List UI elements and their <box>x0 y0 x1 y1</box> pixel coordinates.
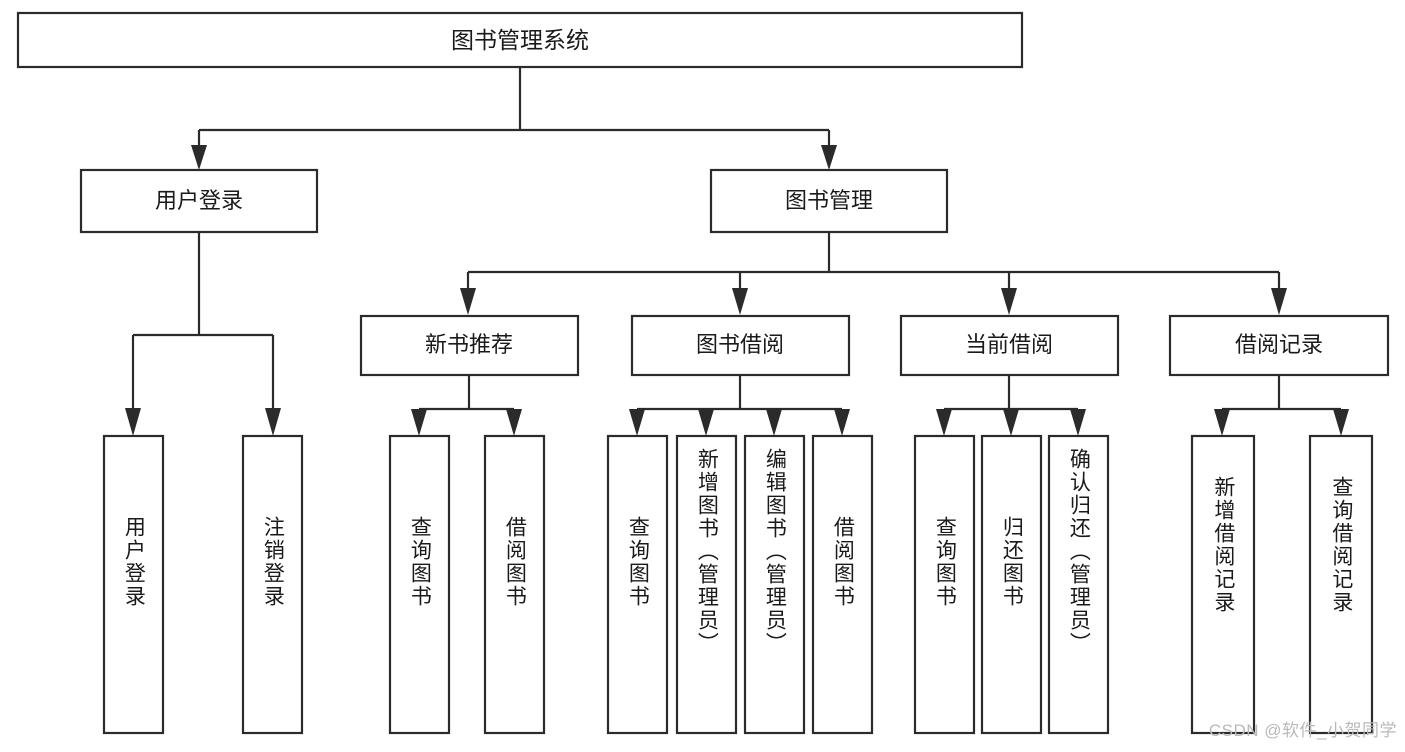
node-login[interactable]: 用户登录 <box>79 168 319 234</box>
arrow-head-leaf5 <box>629 409 645 436</box>
node-box-leaf9[interactable] <box>913 434 976 735</box>
arrow-head-leaf10 <box>1003 409 1019 436</box>
arrow-head-borrow <box>732 288 748 315</box>
connector-group-root <box>191 67 837 170</box>
arrow-head-leaf1 <box>125 408 141 436</box>
node-box-bookmgmt[interactable] <box>709 168 949 234</box>
node-box-leaf3[interactable] <box>388 434 451 735</box>
arrow-head-leaf7 <box>766 409 782 436</box>
node-box-leaf2[interactable] <box>241 434 304 735</box>
arrow-head-leaf6 <box>698 409 714 436</box>
arrow-head-leaf8 <box>834 409 850 436</box>
arrow-head-leaf3 <box>411 409 427 436</box>
node-label-login: 用户登录 <box>155 188 243 213</box>
node-records[interactable]: 借阅记录 <box>1168 314 1390 377</box>
node-current[interactable]: 当前借阅 <box>899 314 1120 377</box>
node-box-borrow[interactable] <box>630 314 851 377</box>
connector-group-current <box>936 375 1086 436</box>
node-label-current: 当前借阅 <box>965 332 1053 357</box>
node-label-records: 借阅记录 <box>1235 332 1323 357</box>
arrow-head-bookmgmt <box>821 145 837 170</box>
node-box-leaf12[interactable] <box>1190 434 1256 735</box>
node-box-leaf4[interactable] <box>483 434 546 735</box>
connector-group-records <box>1214 375 1349 436</box>
connector-group-bookmgmt <box>460 232 1287 315</box>
csdn-watermark: CSDN @软件_小贺同学 <box>1208 721 1397 740</box>
node-borrow[interactable]: 图书借阅 <box>630 314 851 377</box>
arrow-head-records <box>1271 288 1287 315</box>
arrow-head-current <box>1001 288 1017 315</box>
node-box-leaf1[interactable] <box>102 434 165 735</box>
connector-group-login <box>125 232 281 436</box>
arrow-head-leaf9 <box>936 409 952 436</box>
node-newbook[interactable]: 新书推荐 <box>359 314 580 377</box>
node-box-leaf7[interactable] <box>743 434 806 735</box>
arrow-head-leaf12 <box>1214 409 1230 436</box>
node-label-newbook: 新书推荐 <box>425 332 513 357</box>
arrow-head-leaf13 <box>1333 409 1349 436</box>
node-box-current[interactable] <box>899 314 1120 377</box>
arrow-head-login <box>191 145 207 170</box>
connector-group-borrow <box>629 375 850 436</box>
node-bookmgmt[interactable]: 图书管理 <box>709 168 949 234</box>
arrow-head-leaf4 <box>506 409 522 436</box>
node-box-leaf13[interactable] <box>1308 434 1374 735</box>
node-root[interactable]: 图书管理系统 <box>16 11 1024 69</box>
node-box-newbook[interactable] <box>359 314 580 377</box>
node-box-leaf8[interactable] <box>811 434 874 735</box>
arrow-head-leaf2 <box>265 408 281 436</box>
node-box-root[interactable] <box>16 11 1024 69</box>
node-label-bookmgmt: 图书管理 <box>785 188 873 213</box>
node-box-leaf6[interactable] <box>675 434 738 735</box>
connector-group-newbook <box>411 375 522 436</box>
node-box-leaf5[interactable] <box>606 434 669 735</box>
leaf-boxes <box>102 434 1374 735</box>
node-label-root: 图书管理系统 <box>451 27 589 53</box>
node-label-borrow: 图书借阅 <box>696 332 784 357</box>
node-box-leaf11[interactable] <box>1047 434 1110 735</box>
node-box-leaf10[interactable] <box>980 434 1043 735</box>
node-box-login[interactable] <box>79 168 319 234</box>
arrow-head-newbook <box>460 288 476 315</box>
node-box-records[interactable] <box>1168 314 1390 377</box>
arrow-head-leaf11 <box>1070 409 1086 436</box>
